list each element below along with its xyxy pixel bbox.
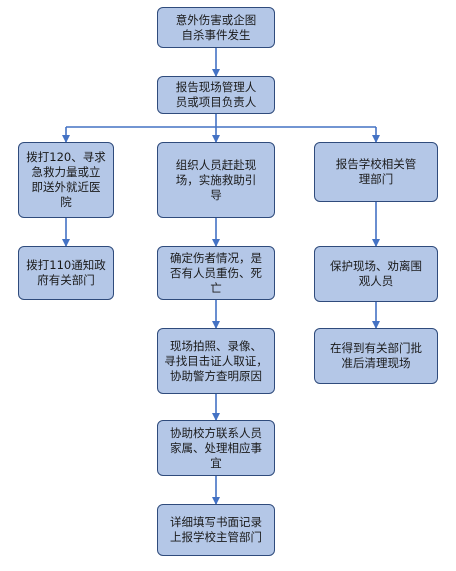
node-written-record: 详细填写书面记录 上报学校主管部门 [157,504,275,556]
node-photo-record: 现场拍照、录像、 寻找目击证人取证， 协助警方查明原因 [157,328,275,394]
node-call-110-label: 拨打110通知政 府有关部门 [26,258,106,287]
node-organize-rescue-label: 组织人员赶赴现 场，实施救助引 导 [175,157,257,202]
node-start: 意外伤害或企图 自杀事件发生 [157,7,275,48]
node-contact-family-label: 协助校方联系人员 家属、处理相应事 宜 [170,425,262,470]
node-confirm-injury-label: 确定伤者情况，是 否有人员重伤、死 亡 [170,250,262,295]
node-call-120: 拨打120、寻求 急救力量或立 即送外就近医 院 [18,142,114,218]
node-protect-scene-label: 保护现场、劝离围 观人员 [330,259,422,288]
node-report-school-label: 报告学校相关管 理部门 [335,157,417,186]
node-report-manager-label: 报告现场管理人 员或项目负责人 [175,80,257,109]
node-photo-record-label: 现场拍照、录像、 寻找目击证人取证， 协助警方查明原因 [164,338,268,383]
node-report-school: 报告学校相关管 理部门 [314,142,438,202]
node-organize-rescue: 组织人员赶赴现 场，实施救助引 导 [157,142,275,218]
node-confirm-injury: 确定伤者情况，是 否有人员重伤、死 亡 [157,246,275,300]
node-contact-family: 协助校方联系人员 家属、处理相应事 宜 [157,420,275,476]
node-clean-scene: 在得到有关部门批 准后清理现场 [314,328,438,384]
node-call-110: 拨打110通知政 府有关部门 [18,246,114,300]
node-written-record-label: 详细填写书面记录 上报学校主管部门 [170,515,262,544]
node-report-manager: 报告现场管理人 员或项目负责人 [157,76,275,114]
node-protect-scene: 保护现场、劝离围 观人员 [314,246,438,302]
node-call-120-label: 拨打120、寻求 急救力量或立 即送外就近医 院 [26,150,106,209]
node-start-label: 意外伤害或企图 自杀事件发生 [175,12,257,42]
node-clean-scene-label: 在得到有关部门批 准后清理现场 [330,341,422,370]
